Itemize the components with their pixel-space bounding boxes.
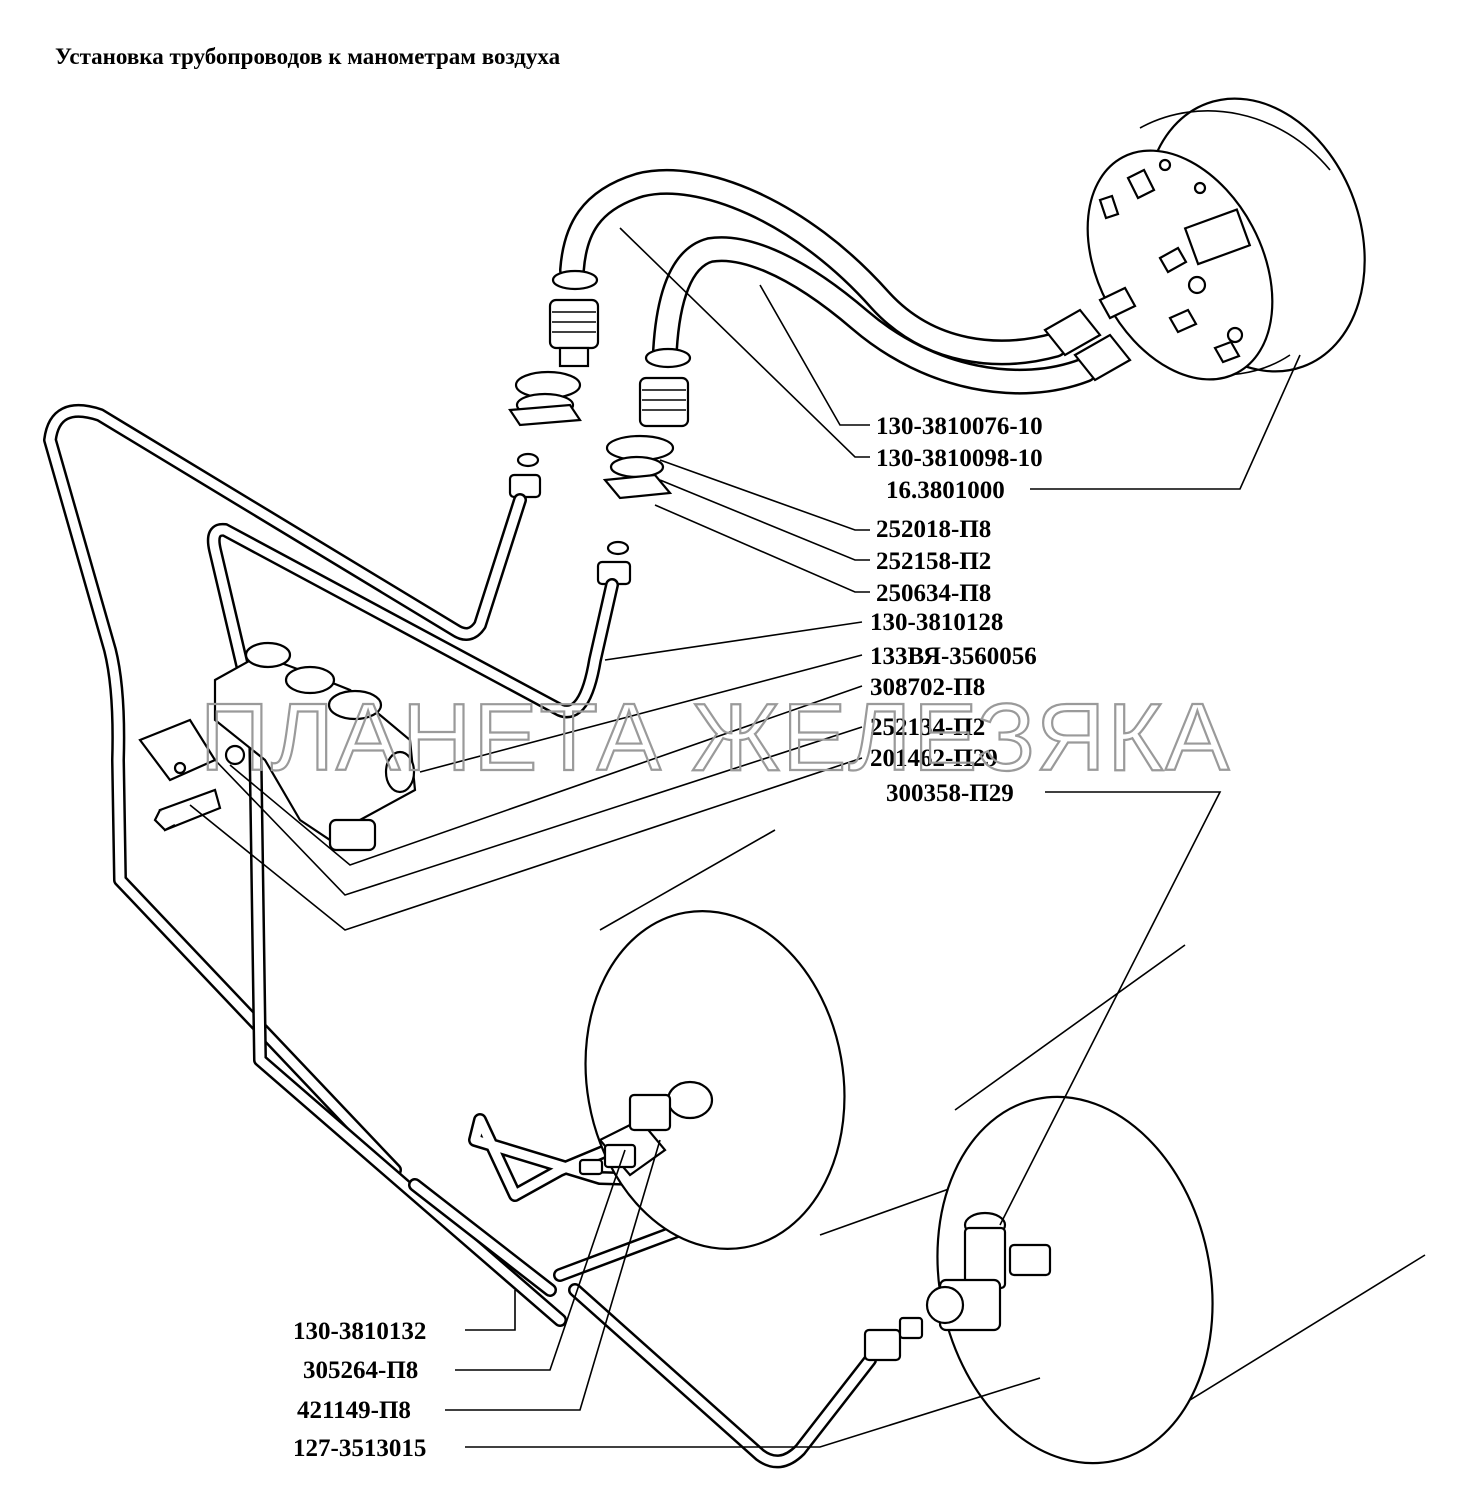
- pressure-gauge: [1086, 97, 1366, 381]
- tee-block: [138, 641, 417, 852]
- label-252158-p2: 252158-П2: [876, 548, 991, 575]
- tubes: [43, 404, 877, 1469]
- label-130-3810132: 130-3810132: [293, 1318, 426, 1345]
- label-250634-p8: 250634-П8: [876, 580, 991, 607]
- right-hose-fittings: [596, 347, 692, 586]
- label-421149-p8: 421149-П8: [297, 1397, 411, 1424]
- leader-lines: [189, 227, 1301, 1448]
- label-130-3810098-10: 130-3810098-10: [876, 445, 1043, 472]
- label-252018-p8: 252018-П8: [876, 516, 991, 543]
- watermark: ПЛАНЕТА ЖЕЛЕЗЯКА: [200, 684, 1231, 791]
- label-127-3513015: 127-3513015: [293, 1435, 426, 1462]
- callout-labels: 130-3810076-10 130-3810098-10 16.3801000…: [293, 413, 1043, 1462]
- air-tank-right: [863, 944, 1426, 1465]
- label-252134-p2: 252134-П2: [870, 714, 985, 741]
- label-130-3810076-10: 130-3810076-10: [876, 413, 1043, 440]
- diagram-title: Установка трубопроводов к манометрам воз…: [55, 44, 561, 69]
- label-16-3801000: 16.3801000: [886, 477, 1005, 504]
- label-308702-p8: 308702-П8: [870, 674, 985, 701]
- label-300358-p29: 300358-П29: [886, 780, 1014, 807]
- label-130-3810128: 130-3810128: [870, 609, 1003, 636]
- left-hose-fittings: [508, 269, 600, 499]
- air-tank-left: [578, 829, 961, 1250]
- gauge-hoses: [559, 169, 1137, 395]
- label-201462-p29: 201462-П29: [870, 745, 998, 772]
- label-133vya-3560056: 133ВЯ-3560056: [870, 643, 1037, 670]
- label-305264-p8: 305264-П8: [303, 1357, 418, 1384]
